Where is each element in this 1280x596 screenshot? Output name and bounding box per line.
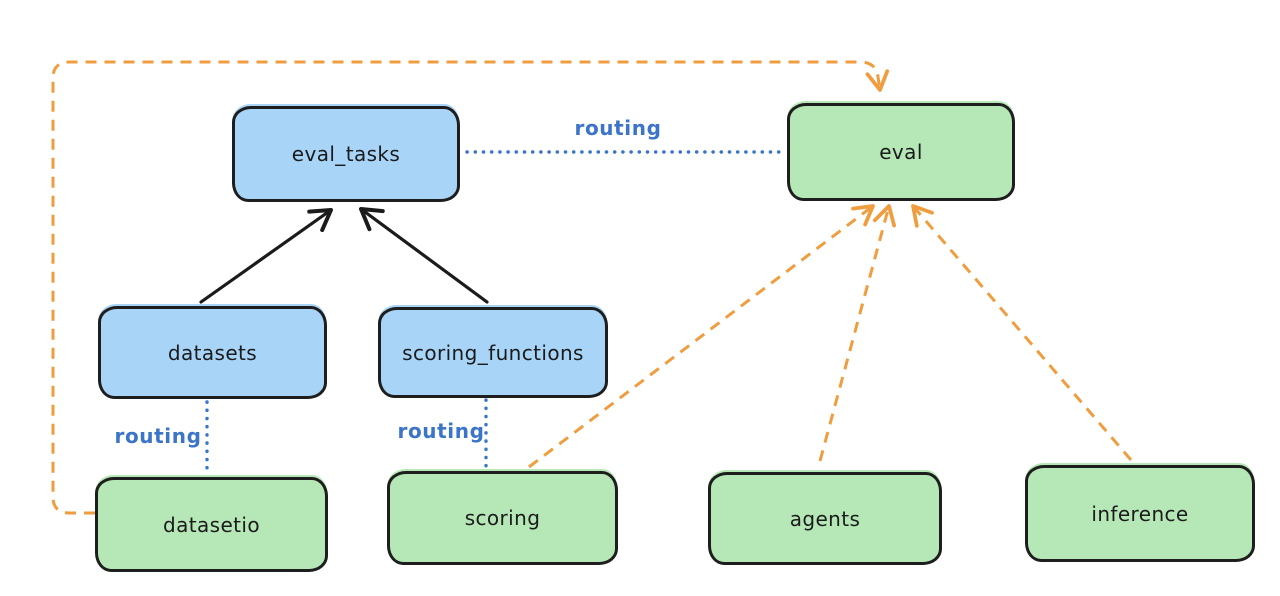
edge-inference-to-eval (911, 204, 1133, 461)
node-eval: eval (787, 103, 1015, 201)
node-eval-tasks: eval_tasks (232, 106, 460, 202)
node-agents-label: agents (789, 506, 861, 531)
edge-datasets-to-eval-tasks (199, 208, 333, 304)
node-scoring-functions-label: scoring_functions (402, 340, 584, 365)
node-datasetio-label: datasetio (162, 512, 260, 537)
node-scoring: scoring (387, 471, 618, 565)
node-inference: inference (1025, 465, 1255, 562)
node-eval-tasks-label: eval_tasks (291, 142, 401, 166)
node-datasets-label: datasets (167, 340, 258, 365)
edge-agents-to-eval (818, 204, 896, 462)
edge-scoring-functions-to-eval-tasks (359, 207, 489, 304)
node-scoring-functions: scoring_functions (378, 307, 608, 398)
edge-label-routing-scoring-functions-scoring: routing (397, 419, 485, 443)
node-datasetio: datasetio (95, 477, 328, 572)
edge-label-routing-eval-tasks-eval: routing (574, 116, 662, 140)
node-eval-label: eval (879, 140, 923, 164)
node-inference-label: inference (1091, 501, 1189, 526)
node-datasets: datasets (98, 306, 327, 399)
node-scoring-label: scoring (464, 506, 541, 530)
node-agents: agents (708, 472, 942, 565)
edge-label-routing-datasets-datasetio: routing (114, 424, 202, 448)
